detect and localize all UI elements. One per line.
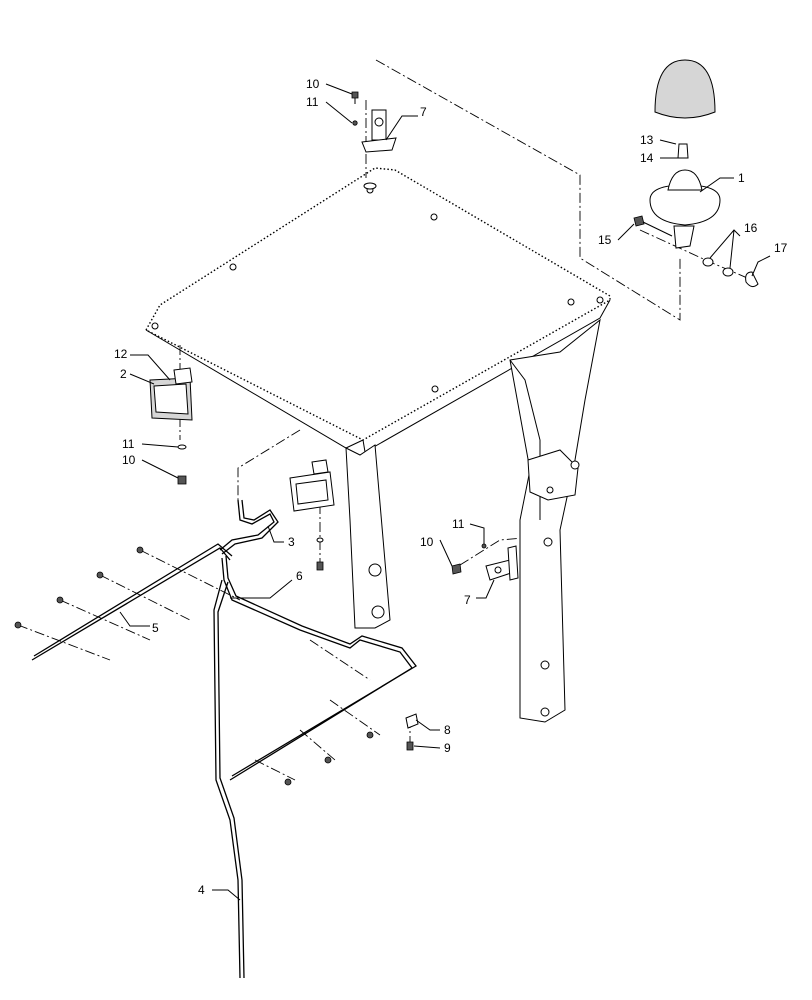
side-bracket (451, 543, 519, 581)
callout-13: 13 (640, 133, 654, 147)
right-support-leg (509, 318, 601, 723)
callout-labels: 10 11 7 13 14 1 15 16 17 12 2 11 10 3 6 … (114, 77, 788, 897)
top-bracket (351, 91, 397, 153)
wiring-harness-3 (219, 499, 279, 555)
clip-and-screw (405, 713, 419, 751)
callout-1: 1 (738, 171, 745, 185)
callout-11-right: 11 (452, 517, 465, 531)
callout-6: 6 (296, 569, 303, 583)
callout-11-top: 11 (306, 95, 319, 109)
callout-10-right: 10 (420, 535, 434, 549)
canopy-roof (145, 167, 611, 453)
rear-work-lamp (289, 459, 335, 571)
leader-lines (119, 83, 771, 901)
callout-10-top: 10 (306, 77, 320, 91)
callout-11-left: 11 (122, 437, 135, 451)
left-support-leg (345, 444, 391, 629)
callout-2: 2 (120, 367, 127, 381)
callout-14: 14 (640, 151, 654, 165)
callout-12: 12 (114, 347, 128, 361)
callout-3: 3 (288, 535, 295, 549)
wiring-harness-4 (213, 579, 245, 979)
callout-4: 4 (198, 883, 205, 897)
callout-17: 17 (774, 241, 788, 255)
callout-9: 9 (444, 741, 451, 755)
callout-5: 5 (152, 621, 159, 635)
callout-7-top: 7 (420, 105, 427, 119)
callout-15: 15 (598, 233, 612, 247)
alignment-lines (17, 59, 753, 781)
callout-10-left: 10 (122, 453, 136, 467)
callout-16: 16 (744, 221, 758, 235)
wiring-harness-5 (14, 543, 233, 661)
callout-8: 8 (444, 723, 451, 737)
beacon-lamp-assembly (633, 59, 759, 288)
left-work-lamp (149, 367, 193, 485)
callout-7-right: 7 (464, 593, 471, 607)
